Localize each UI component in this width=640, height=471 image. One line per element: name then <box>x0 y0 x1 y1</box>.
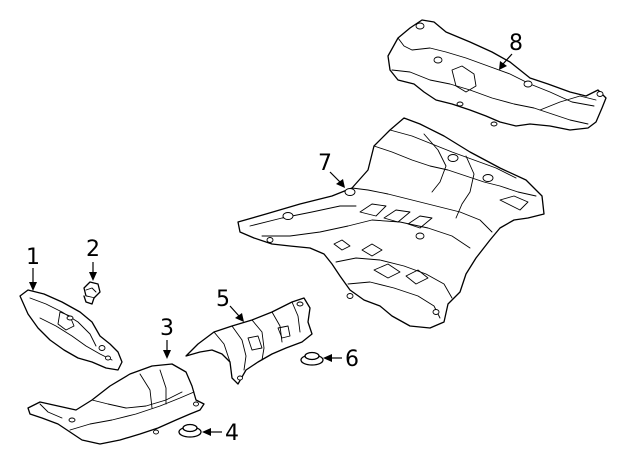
callout-7: 7 <box>318 151 332 176</box>
leader-3 <box>163 340 171 359</box>
callout-4: 4 <box>225 421 239 446</box>
part-2-bolt <box>83 281 101 305</box>
callout-6: 6 <box>345 347 359 372</box>
part-8-rear-heat-shield <box>387 19 607 131</box>
callout-3: 3 <box>160 316 174 341</box>
leader-4 <box>202 428 222 436</box>
callout-2: 2 <box>86 237 100 262</box>
callout-5: 5 <box>216 287 230 312</box>
leader-7 <box>329 171 345 188</box>
leader-6 <box>323 354 342 362</box>
part-3-center-heat-shield <box>27 363 205 445</box>
leader-2 <box>89 262 97 281</box>
leader-8 <box>499 53 513 70</box>
part-5-middle-heat-shield <box>185 297 313 385</box>
leader-5 <box>229 305 244 322</box>
part-6-clip-nut <box>300 351 324 366</box>
part-1-front-heat-shield <box>19 289 123 371</box>
callout-8: 8 <box>509 31 523 56</box>
part-7-floor-heat-shield <box>237 117 545 329</box>
callout-1: 1 <box>26 245 40 270</box>
part-4-clip-nut <box>178 423 202 438</box>
leader-1 <box>29 268 37 291</box>
